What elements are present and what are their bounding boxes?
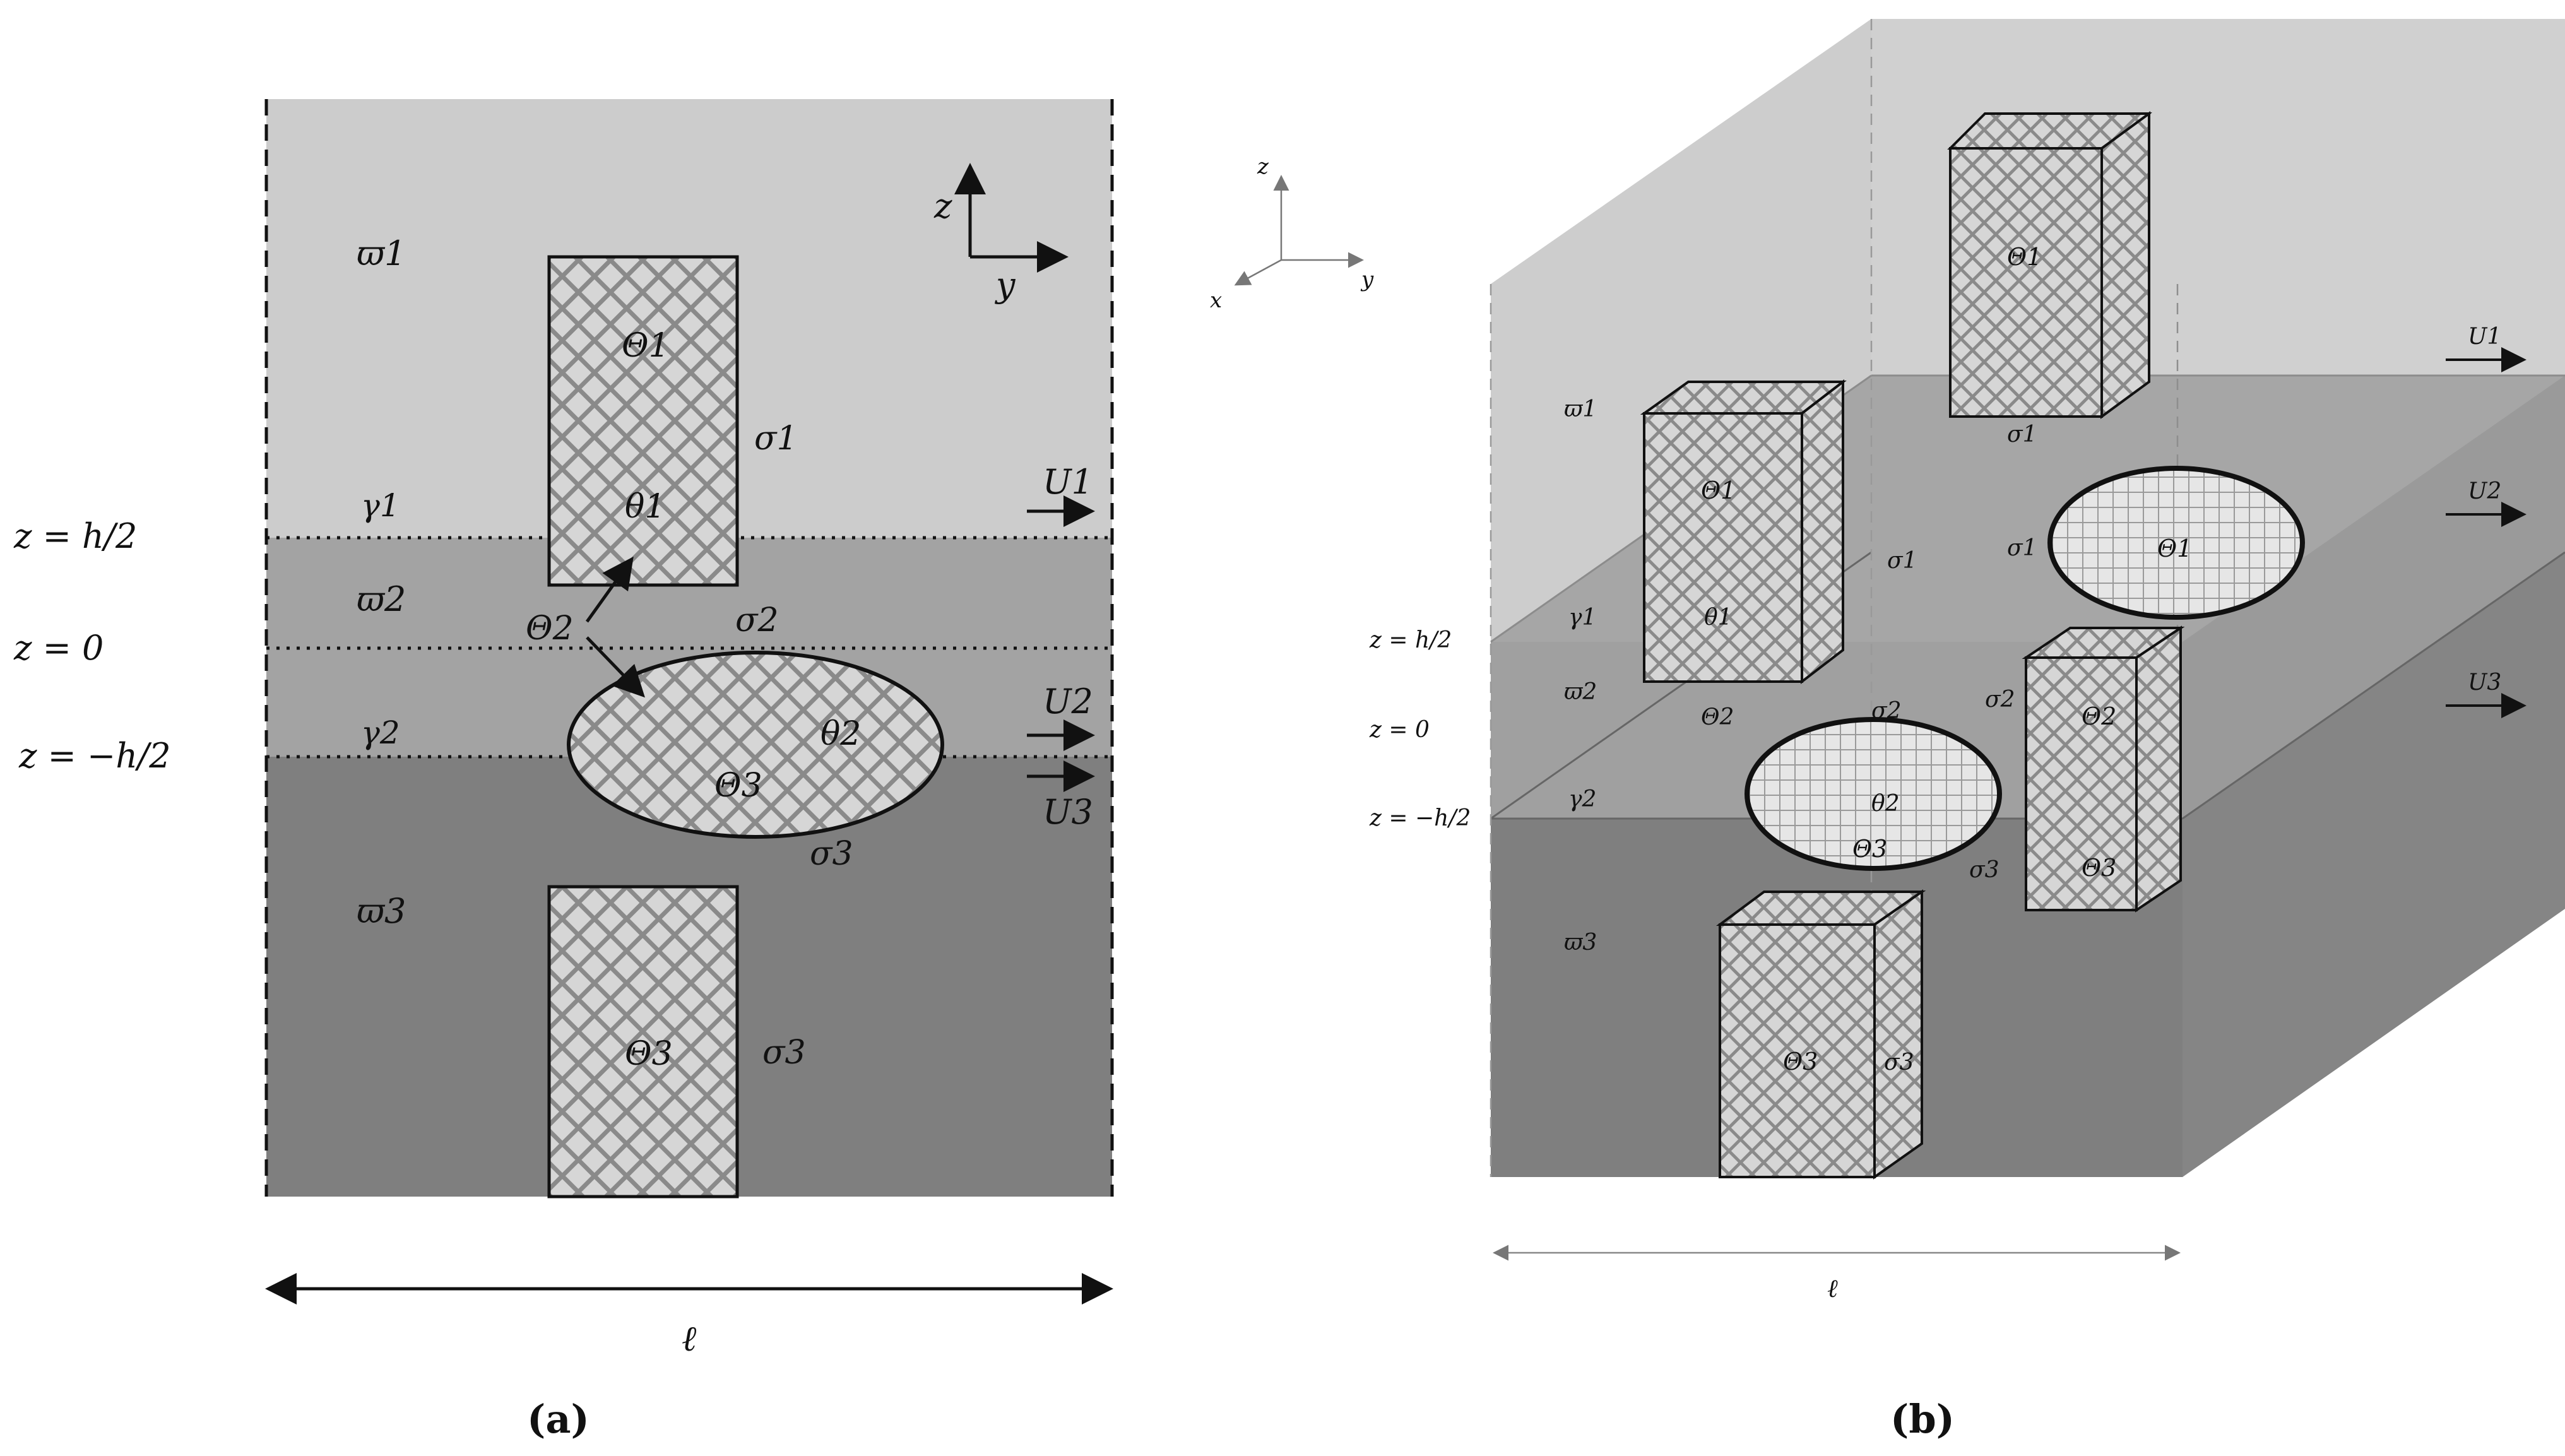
label-length-a: ℓ: [682, 1318, 697, 1359]
axis-x-label-b: x: [1210, 288, 1222, 313]
label-gamma2-a: γ2: [361, 714, 400, 751]
arrow-theta2-up: [585, 556, 634, 623]
label-theta-cap3-ellipse-a: Θ3: [714, 767, 762, 805]
edge-gamma2-right-b: [2182, 551, 2565, 820]
label-sigma1-lefttall-b: σ1: [1887, 548, 1917, 574]
label-theta2-rightmid-b: Θ2: [2082, 702, 2116, 730]
label-theta-cap1-a: Θ1: [622, 327, 670, 365]
label-z-h2-a: z = h/2: [13, 516, 137, 556]
label-theta3-ellipsoid-b: Θ3: [1852, 835, 1887, 863]
label-length-b: ℓ: [1827, 1274, 1838, 1303]
layer-top-front-b: [1491, 19, 1871, 642]
label-varpi2-b: ϖ2: [1564, 679, 1597, 705]
label-u1-a: U1: [1043, 462, 1093, 502]
label-theta-small2-ellipsoid-b: θ2: [1871, 791, 1900, 817]
label-varpi2-a: ϖ2: [357, 579, 406, 619]
label-sigma3-ellipsoid-b: σ3: [1969, 857, 1999, 883]
label-theta2-b: Θ2: [1701, 704, 1734, 730]
label-z-0-b: z = 0: [1369, 717, 1430, 743]
ellipsoid-lower-b: [1745, 717, 2002, 871]
label-sigma1-topback-b: σ1: [2007, 422, 2037, 447]
label-z-mh2-b: z = −h/2: [1369, 805, 1471, 831]
block-bottom-front-b: [1715, 889, 1926, 1180]
layer-mid-side-b: [2183, 376, 2565, 819]
label-theta-cap3-rect-a: Θ3: [625, 1035, 673, 1073]
label-sigma3-bottomfront-b: σ3: [1884, 1050, 1914, 1075]
label-u2-b: U2: [2468, 478, 2501, 504]
label-theta1-lefttall-b: Θ1: [1701, 476, 1736, 504]
layer-bot-side-b: [2183, 552, 2565, 1177]
ellipsoid-upper-b: [2047, 466, 2305, 620]
label-z-0-a: z = 0: [13, 628, 104, 668]
axis-y-label-b: y: [1360, 267, 1374, 292]
label-sigma3-ellipse-a: σ3: [810, 835, 853, 873]
block-theta3-a: [547, 885, 739, 1199]
label-theta-cap2-a: Θ2: [526, 610, 574, 648]
label-u2-a: U2: [1043, 682, 1093, 721]
caption-b: (b): [1890, 1396, 1955, 1442]
axis-z-label-b: z: [1257, 154, 1269, 179]
panel-b: z y x: [1210, 19, 2565, 1442]
label-theta3-bottomfront-b: Θ3: [1783, 1048, 1818, 1075]
label-theta1-ellipsoid-b: Θ1: [2157, 535, 2192, 562]
label-sigma1-ellipsoid-b: σ1: [2007, 535, 2037, 561]
label-gamma1-b: γ1: [1568, 605, 1596, 630]
label-theta-small1-lefttall-b: θ1: [1704, 605, 1733, 630]
arrow-theta2-down: [586, 636, 645, 698]
label-u3-b: U3: [2468, 670, 2501, 695]
ellipse-theta3-a: [567, 651, 944, 839]
label-z-h2-b: z = h/2: [1369, 627, 1452, 653]
label-sigma2-a: σ2: [735, 601, 779, 639]
label-sigma2-ellipsoid-b: σ2: [1871, 698, 1901, 724]
label-theta1-topback-b: Θ1: [2007, 243, 2042, 271]
caption-a: (a): [527, 1396, 589, 1442]
block-top-back-b: [1947, 111, 2152, 419]
label-varpi3-b: ϖ3: [1564, 930, 1597, 956]
axis-x-b: [1234, 259, 1282, 286]
axis-z-label-a: z: [933, 186, 952, 226]
label-theta-small2-a: θ2: [820, 715, 861, 753]
label-theta3-rightmid-b: Θ3: [2082, 854, 2116, 882]
label-sigma1-a: σ1: [754, 420, 798, 458]
label-theta-small1-a: θ1: [625, 488, 665, 526]
label-sigma3-rect-a: σ3: [762, 1034, 806, 1072]
label-varpi1-b: ϖ1: [1564, 396, 1597, 422]
panel-a: z y ϖ1 ϖ2 ϖ3 γ1 γ2 z = h/2 z = 0 z = −h/…: [13, 99, 1114, 1442]
block-left-tall-b: [1640, 379, 1847, 685]
block-right-mid-b: [2022, 625, 2185, 913]
label-sigma2-rightmid-b: σ2: [1985, 687, 2015, 713]
block-theta1-a: [547, 255, 739, 587]
label-u3-a: U3: [1043, 792, 1093, 832]
label-z-mh2-a: z = −h/2: [18, 736, 171, 776]
label-varpi3-a: ϖ3: [357, 891, 406, 931]
label-gamma2-b: γ2: [1568, 786, 1596, 812]
label-u1-b: U1: [2468, 324, 2501, 350]
label-gamma1-a: γ1: [361, 487, 400, 524]
axis-y-label-a: y: [995, 265, 1016, 305]
label-varpi1-a: ϖ1: [357, 234, 406, 273]
